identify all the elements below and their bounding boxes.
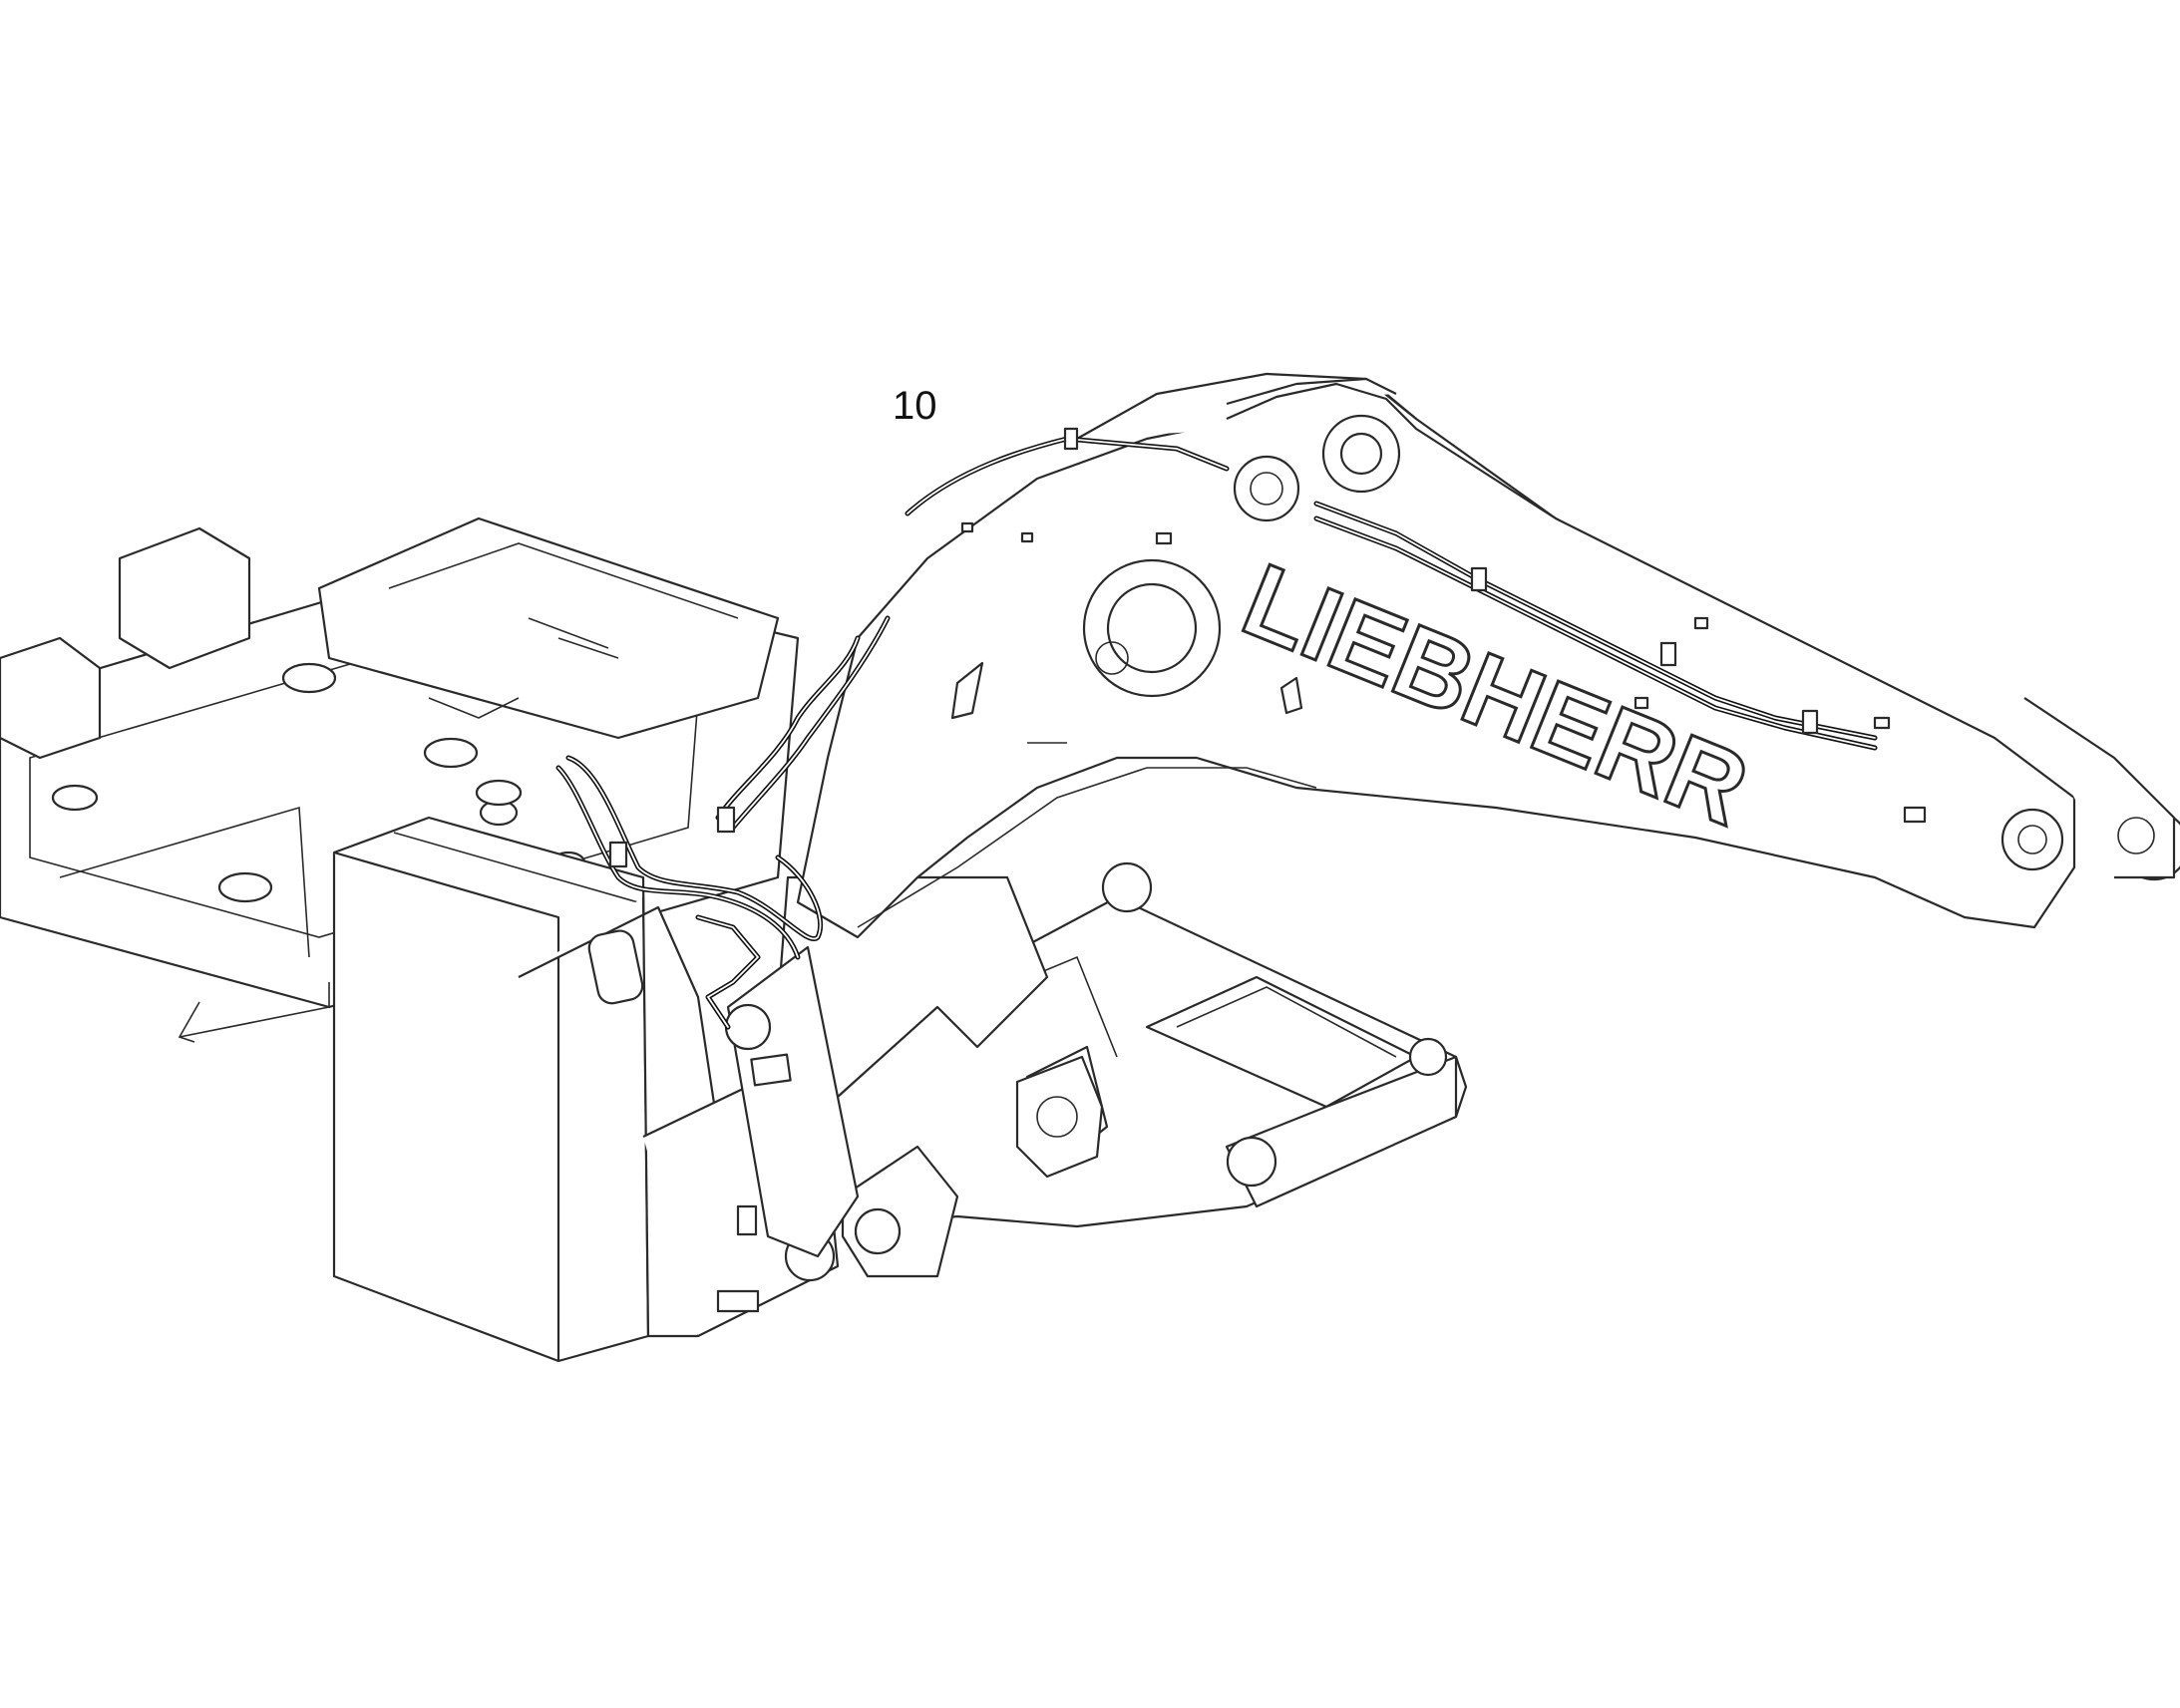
tank-box [332, 779, 840, 1363]
hydraulic-hoses [555, 427, 1878, 1030]
detail-pins [960, 521, 1927, 824]
boom-foot [724, 875, 1049, 1278]
callout-label: 10 [893, 384, 937, 428]
